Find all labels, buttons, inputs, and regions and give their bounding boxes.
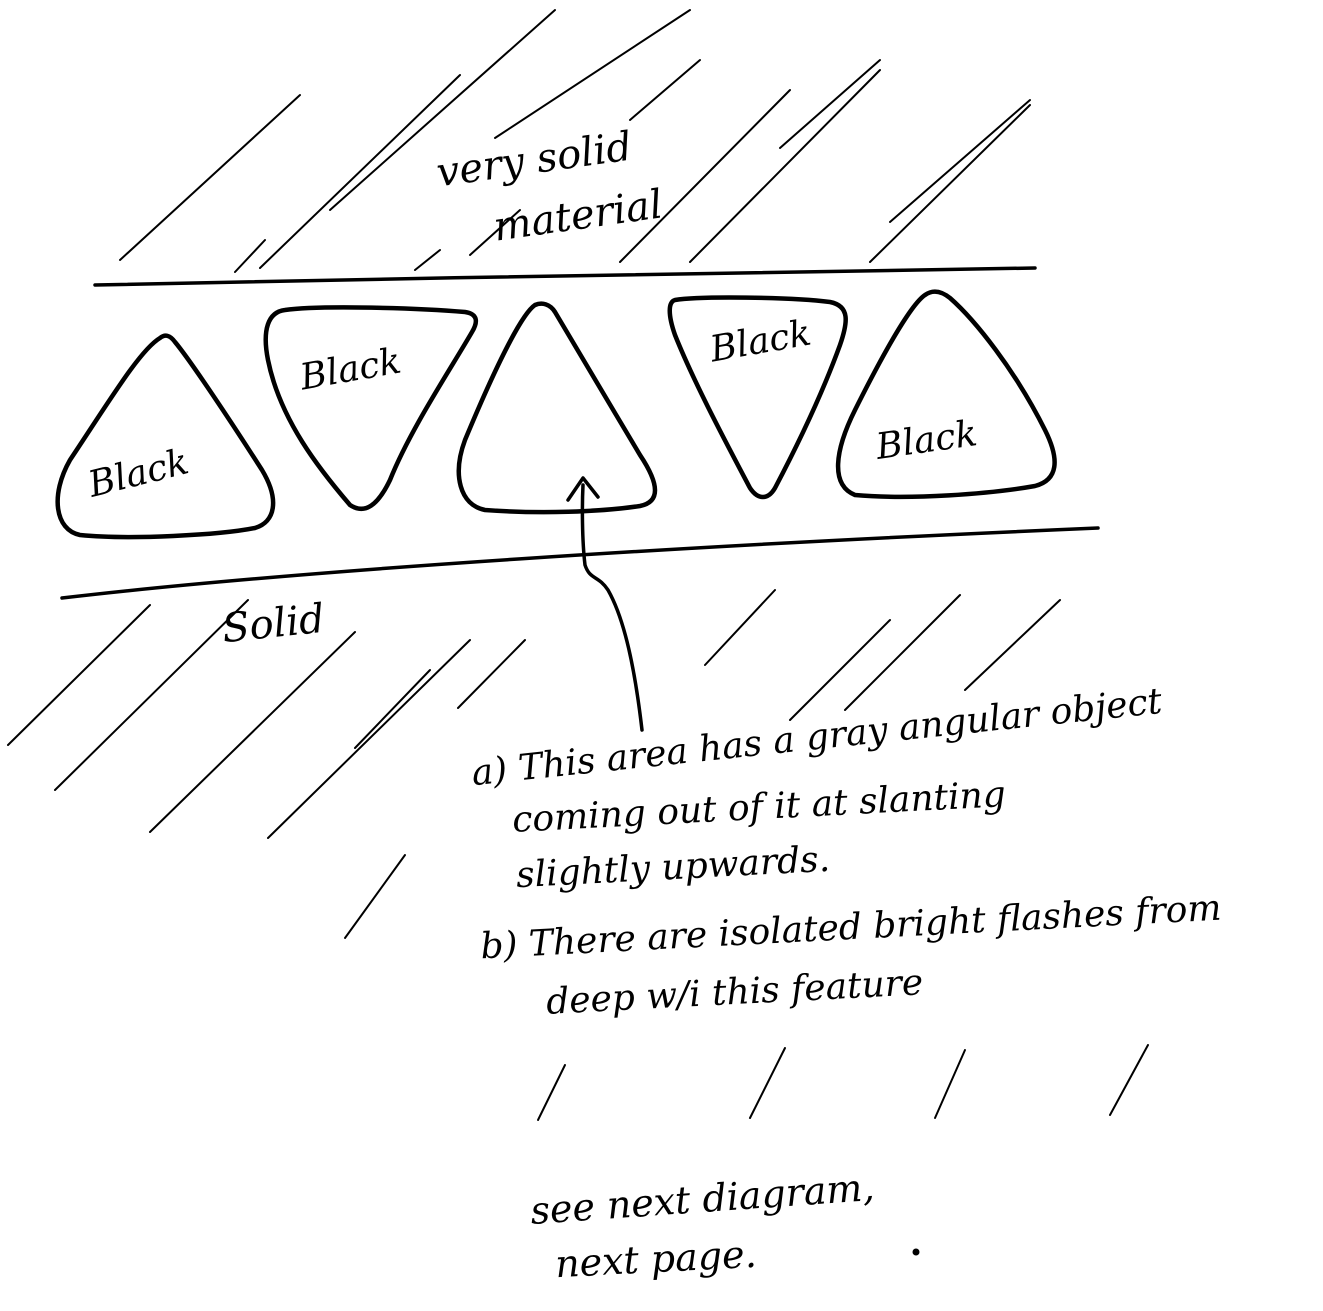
footer-line-2: next page. — [553, 1231, 758, 1287]
cavity-5 — [835, 289, 1057, 500]
upper-hatching — [119, 9, 1031, 273]
cavity-3 — [456, 301, 658, 515]
cavity-1 — [55, 333, 276, 540]
cavity-4 — [667, 295, 848, 500]
ink-dot — [912, 1248, 920, 1256]
band-boundaries — [60, 266, 1100, 600]
cavities — [55, 289, 1057, 540]
lower-hatching — [7, 589, 1149, 1121]
cavity-2 — [263, 305, 479, 512]
lower-boundary-line — [60, 526, 1100, 600]
upper-boundary-line — [93, 266, 1037, 287]
bottom-region-label: Solid — [219, 595, 327, 653]
pointer-arrow — [566, 476, 644, 732]
